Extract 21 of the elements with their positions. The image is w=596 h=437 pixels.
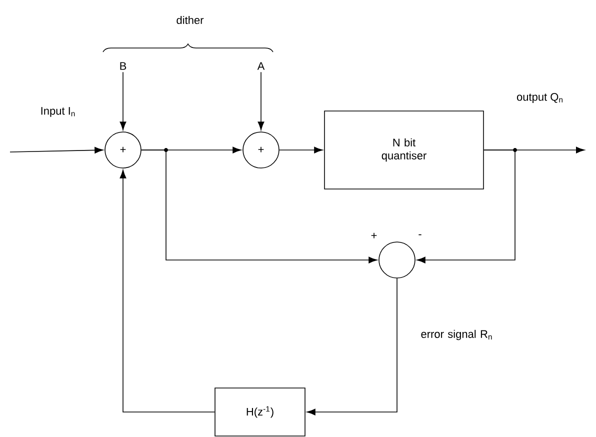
- block-box: N bit quantiser: [324, 110, 484, 190]
- sign-label: -: [418, 234, 422, 236]
- arrow: [120, 170, 215, 412]
- signal-label: Input I$_{n}$: [41, 107, 75, 117]
- signal-label: error signal R$_{n}$: [421, 330, 492, 340]
- arrow: [120, 72, 126, 130]
- input-letter: A: [257, 62, 265, 70]
- summing-junction: +: [242, 132, 280, 168]
- arrow: [258, 72, 264, 130]
- signal-label: output Q$_{n}$: [516, 93, 562, 103]
- brace-label: dither: [176, 16, 204, 24]
- arrow: [306, 278, 398, 416]
- arrow: [279, 146, 323, 154]
- summing-junction: +: [104, 132, 142, 168]
- summing-junction: [378, 242, 416, 278]
- block-box: H(z$^{-1}$): [214, 388, 306, 436]
- arrow: [10, 146, 104, 154]
- input-letter: B: [120, 62, 126, 70]
- arrow: [141, 148, 378, 264]
- sign-label: +: [371, 232, 377, 238]
- arrow: [416, 148, 517, 264]
